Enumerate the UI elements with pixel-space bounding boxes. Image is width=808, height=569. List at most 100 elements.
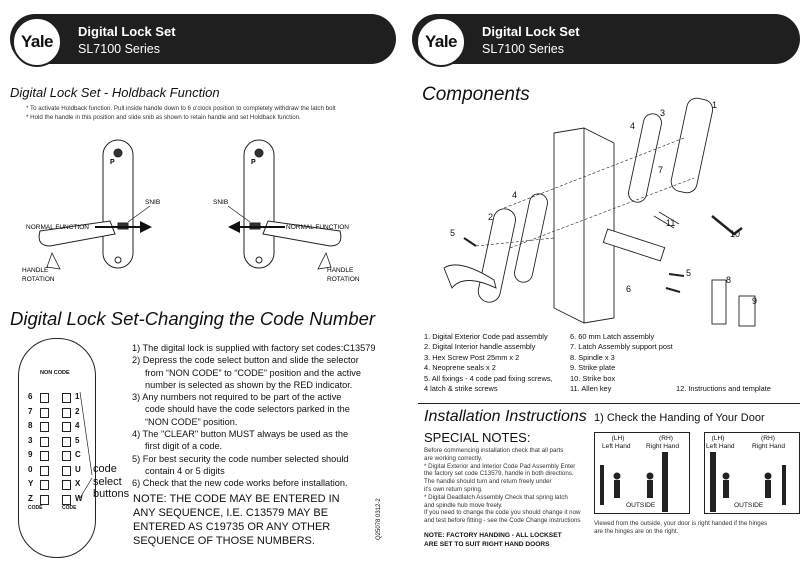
- exterior-keypad: [670, 97, 714, 194]
- sequence-note: NOTE: THE CODE MAY BE ENTERED IN ANY SEQ…: [133, 492, 340, 548]
- person-icon: [764, 472, 772, 480]
- rh-tag-2: (RH): [761, 435, 775, 442]
- code-selector-button[interactable]: [62, 451, 71, 461]
- step: 5) For best security the code number sel…: [132, 453, 349, 464]
- keypad-digit-right: 5: [75, 435, 80, 445]
- section-divider: [418, 403, 800, 404]
- holdback-diagram: P SNIB NORMAL FUNCTION HANDLE ROTATION P…: [22, 139, 360, 283]
- handle-label-left: HANDLE: [22, 267, 49, 274]
- code-selector-button[interactable]: [40, 451, 49, 461]
- special-note-line: the factory set code C13579, handle in b…: [424, 470, 574, 478]
- header-banner: [412, 14, 800, 64]
- special-note-line: If you need to change the code you shoul…: [424, 509, 581, 517]
- holdback-note-1: * To activate Holdback function. Pull in…: [26, 105, 336, 112]
- code-selector-button[interactable]: [40, 407, 49, 418]
- step: 3) Any numbers not required to be part o…: [132, 392, 342, 403]
- code-selector-button[interactable]: [62, 465, 71, 476]
- interior-handle: [443, 264, 497, 289]
- code-selector-button[interactable]: [40, 465, 49, 476]
- special-notes-heading: SPECIAL NOTES:: [424, 430, 531, 445]
- component-callout-number: 7: [658, 165, 664, 175]
- special-note-line: Before commencing installation check tha…: [424, 447, 564, 454]
- special-note-line: and test before fitting - see the Code C…: [424, 517, 581, 525]
- left-hand-label-2: Left Hand: [706, 443, 735, 450]
- right-page: Yale Digital Lock Set SL7100 Series Comp…: [404, 0, 808, 569]
- keypad-digit-right: U: [75, 464, 81, 474]
- code-selector-button[interactable]: [62, 393, 71, 403]
- rh-tag: (RH): [659, 435, 673, 442]
- code-selector-button[interactable]: [40, 494, 49, 505]
- keypad-digit-left: 0: [28, 464, 33, 474]
- interior-handle-plate: [477, 208, 516, 303]
- code-selector-button[interactable]: [40, 422, 49, 432]
- strike-plate: [711, 279, 727, 325]
- callout-line-1: code: [93, 463, 117, 475]
- header-subtitle: SL7100 Series: [78, 42, 161, 56]
- step: first digit of a code.: [145, 441, 223, 452]
- callout-line-2: select: [93, 475, 122, 488]
- factory-handing-note: NOTE: FACTORY HANDING - ALL LOCKSET ARE …: [424, 531, 562, 549]
- factory-line: ARE SET TO SUIT RIGHT HAND DOORS: [424, 541, 550, 548]
- code-selector-button[interactable]: [62, 436, 71, 447]
- p-label-right: P: [251, 159, 256, 166]
- normal-label-left: NORMAL FUNCTION: [26, 224, 89, 231]
- callout-line-3: buttons: [93, 488, 130, 500]
- keypad-digit-right: C: [75, 450, 81, 459]
- code-selector-button[interactable]: [40, 393, 49, 403]
- component-item-12: 12. Instructions and template: [676, 384, 771, 393]
- logo-text: Yale: [424, 32, 458, 51]
- keypad-digit-right: 4: [75, 421, 80, 430]
- code-selector-button[interactable]: [40, 480, 49, 490]
- component-callout-number: 4: [512, 190, 518, 200]
- step: 1) The digital lock is supplied with fac…: [132, 343, 376, 353]
- components-list-2: 6. 60 mm Latch assembly 7. Latch Assembl…: [570, 332, 673, 394]
- screw-icon: [665, 287, 681, 293]
- keypad-digit-right: W: [75, 493, 83, 503]
- special-note-line: The handle should turn and return freely…: [424, 478, 552, 486]
- note-line: SEQUENCE OF THOSE NUMBERS.: [133, 535, 315, 547]
- handing-rh-box: [704, 432, 800, 514]
- component-callout-number: 3: [660, 108, 666, 118]
- caption-line: Viewed from the outside, your door is ri…: [594, 520, 768, 527]
- code-selector-button[interactable]: [62, 422, 71, 432]
- screw-icon: [668, 273, 685, 277]
- allen-key-icon: [711, 215, 743, 236]
- lh-tag-2: (LH): [711, 435, 725, 442]
- special-note-line: are working correctly.: [424, 454, 483, 462]
- component-item: 9. Strike plate: [570, 363, 616, 373]
- callout-lines: [79, 391, 93, 499]
- left-hand-label: Left Hand: [602, 443, 631, 450]
- code-selector-button[interactable]: [62, 494, 71, 505]
- keypad-digit-right: 2: [75, 406, 80, 416]
- special-note-line: * Digital Deadlatch Assembly Check that …: [424, 493, 568, 501]
- keypad-digit-right: 1: [75, 392, 80, 401]
- component-callout-number: 9: [752, 296, 758, 306]
- component-item: 4. Neoprene seals x 2: [424, 363, 496, 373]
- note-line: NOTE: THE CODE MAY BE ENTERED IN: [133, 493, 340, 505]
- outside-label-2: OUTSIDE: [734, 502, 764, 509]
- component-item: 8. Spindle x 3: [570, 352, 615, 362]
- install-heading: Installation Instructions: [424, 408, 587, 425]
- keypad-digit-left: Z: [28, 493, 33, 503]
- strike-box: [738, 295, 756, 327]
- header-subtitle: SL7100 Series: [482, 42, 565, 56]
- handle-diagram-right: [243, 139, 342, 269]
- code-selector-button[interactable]: [62, 407, 71, 418]
- handing-diagrams: [600, 452, 786, 512]
- logo-text: Yale: [20, 32, 54, 51]
- code-selector-button[interactable]: [62, 480, 71, 490]
- step: 2) Depress the code select button and sl…: [132, 355, 359, 366]
- code-steps: 1) The digital lock is supplied with fac…: [132, 342, 375, 490]
- holdback-heading: Digital Lock Set - Holdback Function: [10, 85, 220, 100]
- special-note-line: it's own return spring.: [424, 485, 483, 493]
- latch-assembly: [602, 228, 666, 262]
- handing-lh-box: [594, 432, 690, 514]
- code-keypad: [18, 338, 96, 558]
- component-callout-number: 4: [630, 121, 636, 131]
- code-selector-button[interactable]: [40, 436, 49, 447]
- component-item: 6. 60 mm Latch assembly: [570, 332, 655, 341]
- rotation-arrow-right-icon: [317, 251, 332, 270]
- component-item: 7. Latch Assembly support post: [570, 342, 673, 352]
- document-code: Q25078 0312-2: [376, 498, 382, 540]
- right-hand-label-2: Right Hand: [752, 443, 785, 450]
